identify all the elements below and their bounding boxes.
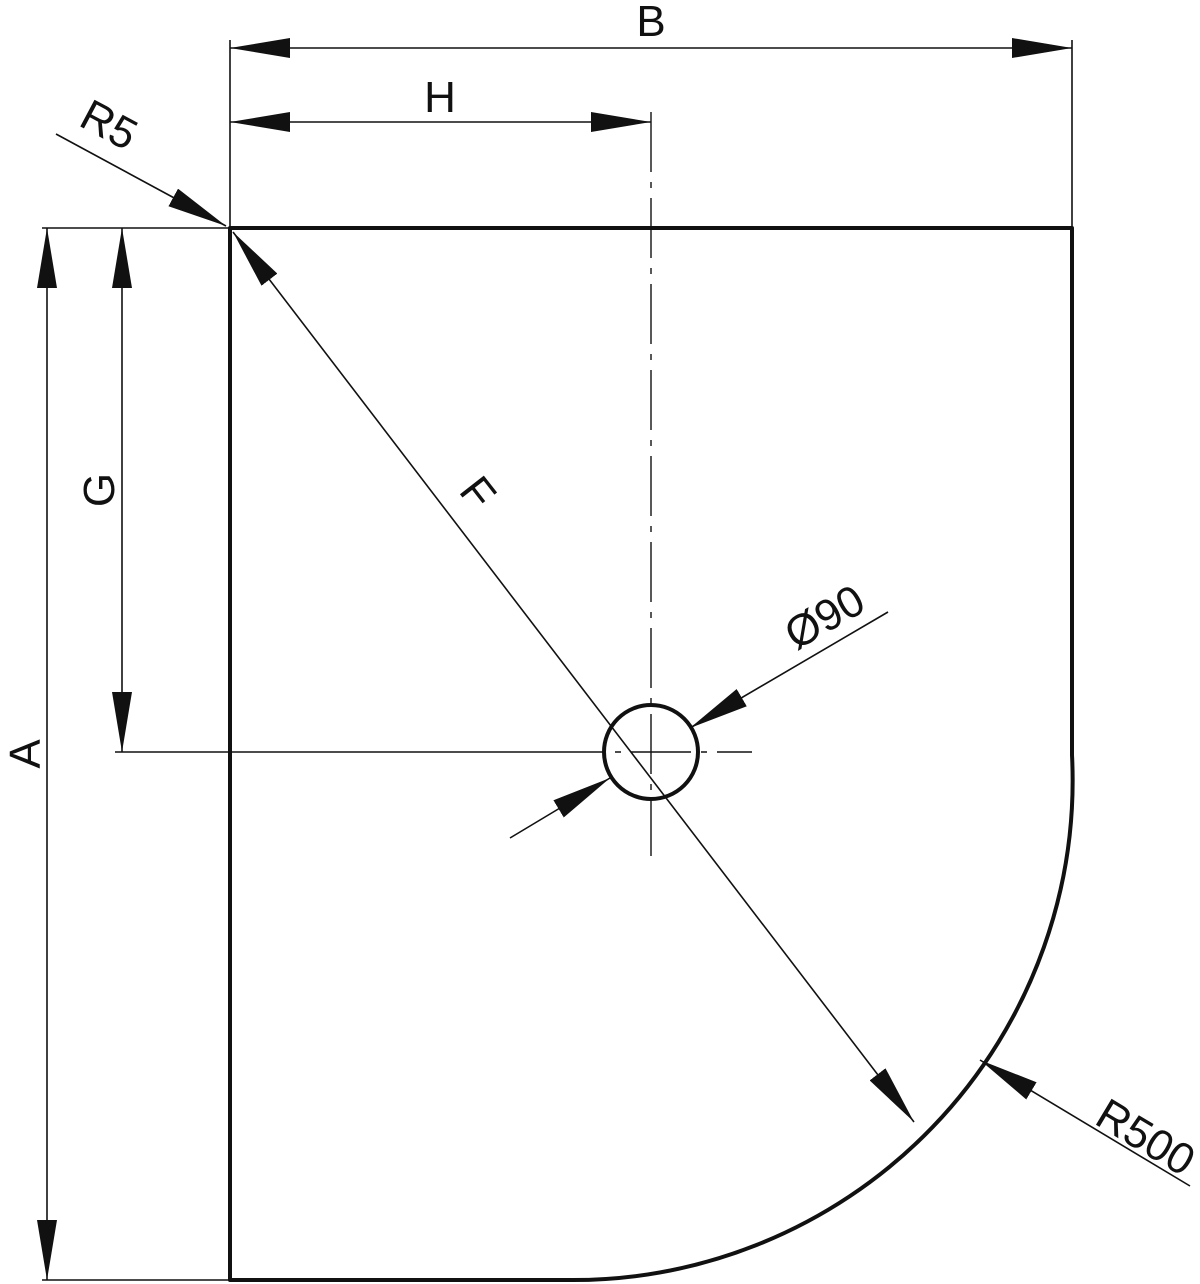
- label-r500: R500: [1088, 1089, 1200, 1185]
- leader-diameter-lower: [509, 777, 611, 839]
- leader-diameter-upper: [689, 611, 889, 729]
- leader-r5: [55, 133, 227, 227]
- label-h: H: [424, 73, 456, 122]
- label-a: A: [1, 739, 50, 769]
- label-b: B: [636, 0, 665, 46]
- dimension-line-f: [232, 231, 915, 1123]
- drain-hole: [602, 703, 700, 801]
- leader-r500: [979, 1059, 1191, 1187]
- tray-outline: [228, 226, 1075, 1283]
- label-f: F: [450, 467, 505, 518]
- label-g: G: [75, 473, 124, 507]
- label-diameter: Ø90: [776, 575, 873, 659]
